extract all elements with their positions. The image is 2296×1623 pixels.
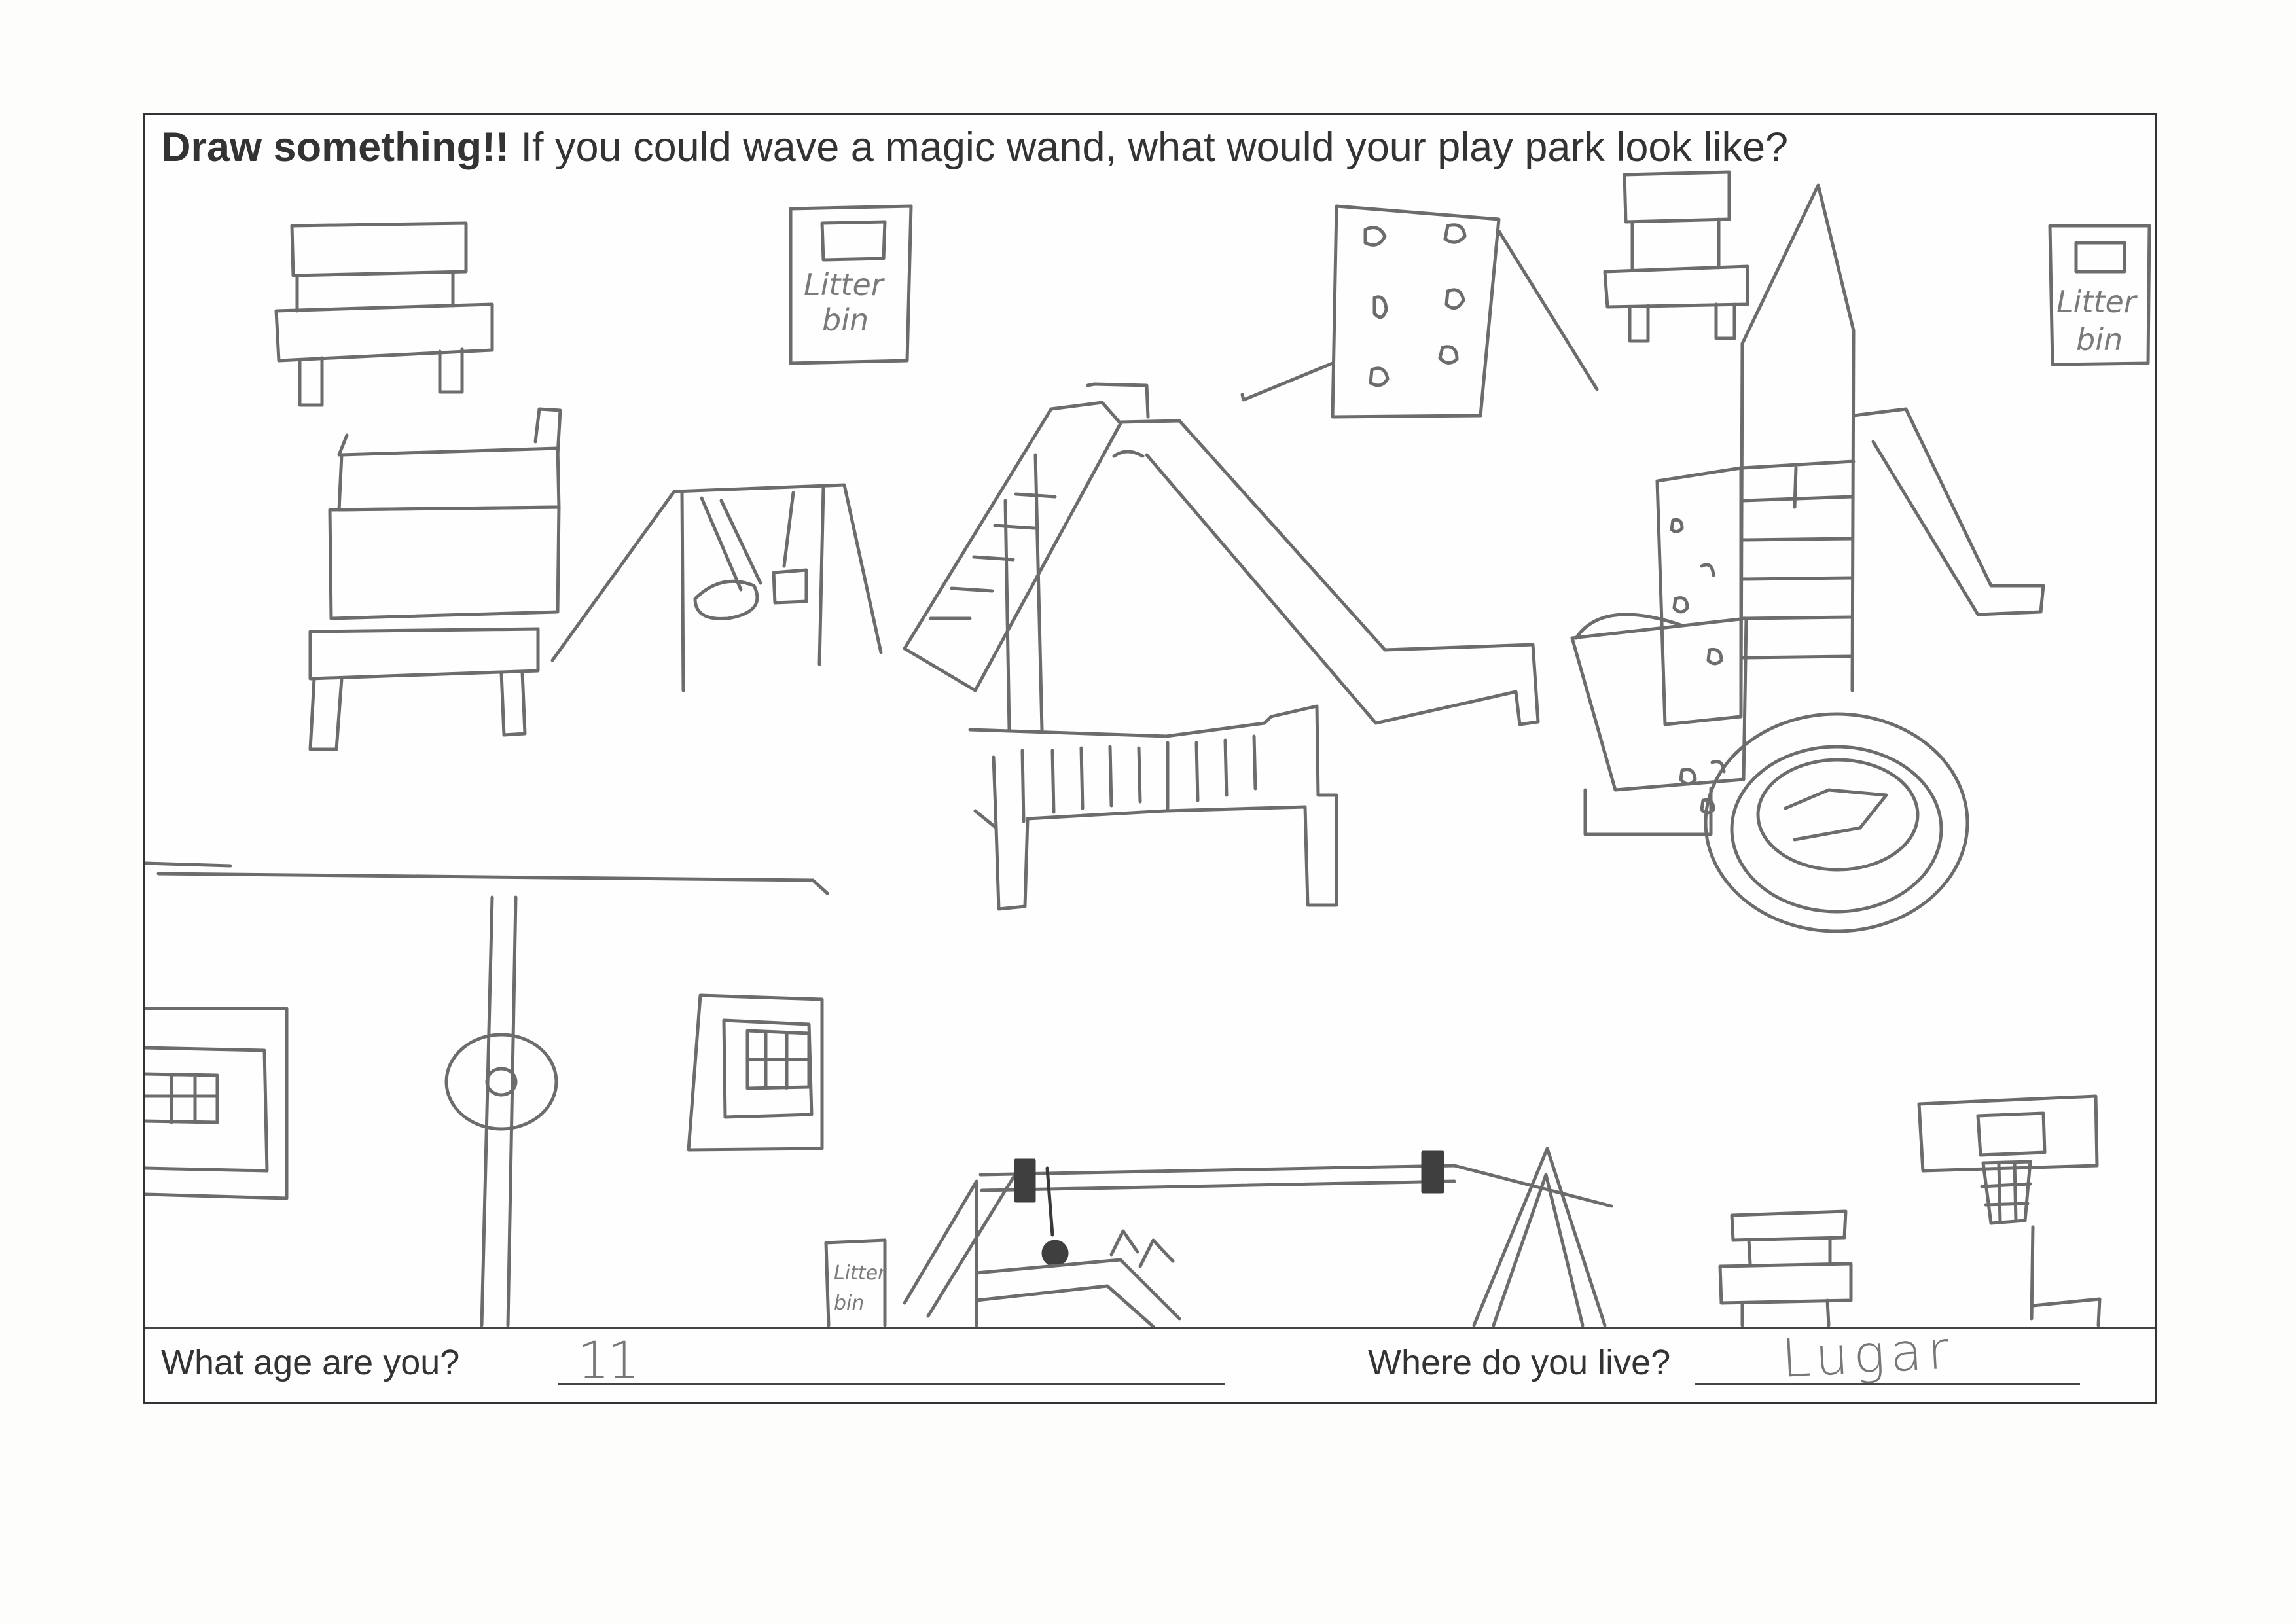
location-answer: Lugar — [1780, 1319, 1956, 1389]
litter-bin-sketch-3: Litter bin — [824, 1238, 887, 1327]
basketball-hoop-sketch — [1917, 1094, 2102, 1327]
path-roundabout-sketch — [145, 861, 829, 1327]
location-question-label: Where do you live? — [1368, 1343, 1671, 1382]
age-answer-line — [558, 1383, 1225, 1385]
litter-bin-label-2: bin — [822, 302, 869, 338]
footer-divider — [145, 1327, 2155, 1329]
litter-bin-label-3: Litter — [2056, 284, 2138, 319]
prompt-question-text: If you could wave a magic wand, what wou… — [509, 124, 1789, 170]
litter-bin-label: Litter — [804, 267, 886, 302]
picnic-bench-sketch-3 — [1718, 1209, 1853, 1327]
litter-bin-sketch: Litter bin — [789, 204, 913, 365]
drawing-worksheet: Draw something!! If you could wave a mag… — [143, 113, 2157, 1404]
prompt-bold-text: Draw something!! — [161, 124, 510, 170]
playpark-drawing: Litter bin — [145, 170, 2151, 1327]
picnic-bench-sketch-2 — [1603, 170, 1749, 343]
page-title: Draw something!! If you could wave a mag… — [161, 124, 1788, 171]
litter-bin-label-4: bin — [2076, 322, 2123, 357]
age-answer: 11 — [577, 1332, 639, 1391]
bench-sketch — [308, 407, 562, 751]
picnic-bench-sketch — [274, 221, 494, 407]
play-tower-sketch — [1570, 183, 2045, 836]
litter-bin-label-5: Litter — [834, 1262, 887, 1285]
trampoline-sketch — [1704, 712, 1969, 933]
location-answer-line — [1695, 1383, 2080, 1385]
zip-line-sketch — [903, 1147, 1613, 1327]
age-question-label: What age are you? — [161, 1343, 460, 1382]
litter-bin-sketch-2: Litter bin — [2048, 224, 2151, 366]
slide-sketch — [903, 382, 1540, 732]
litter-bin-label-6: bin — [834, 1292, 864, 1315]
monkey-bars-sketch — [968, 704, 1338, 911]
swing-set-sketch — [550, 483, 883, 692]
climbing-wall-sketch — [1240, 204, 1599, 419]
